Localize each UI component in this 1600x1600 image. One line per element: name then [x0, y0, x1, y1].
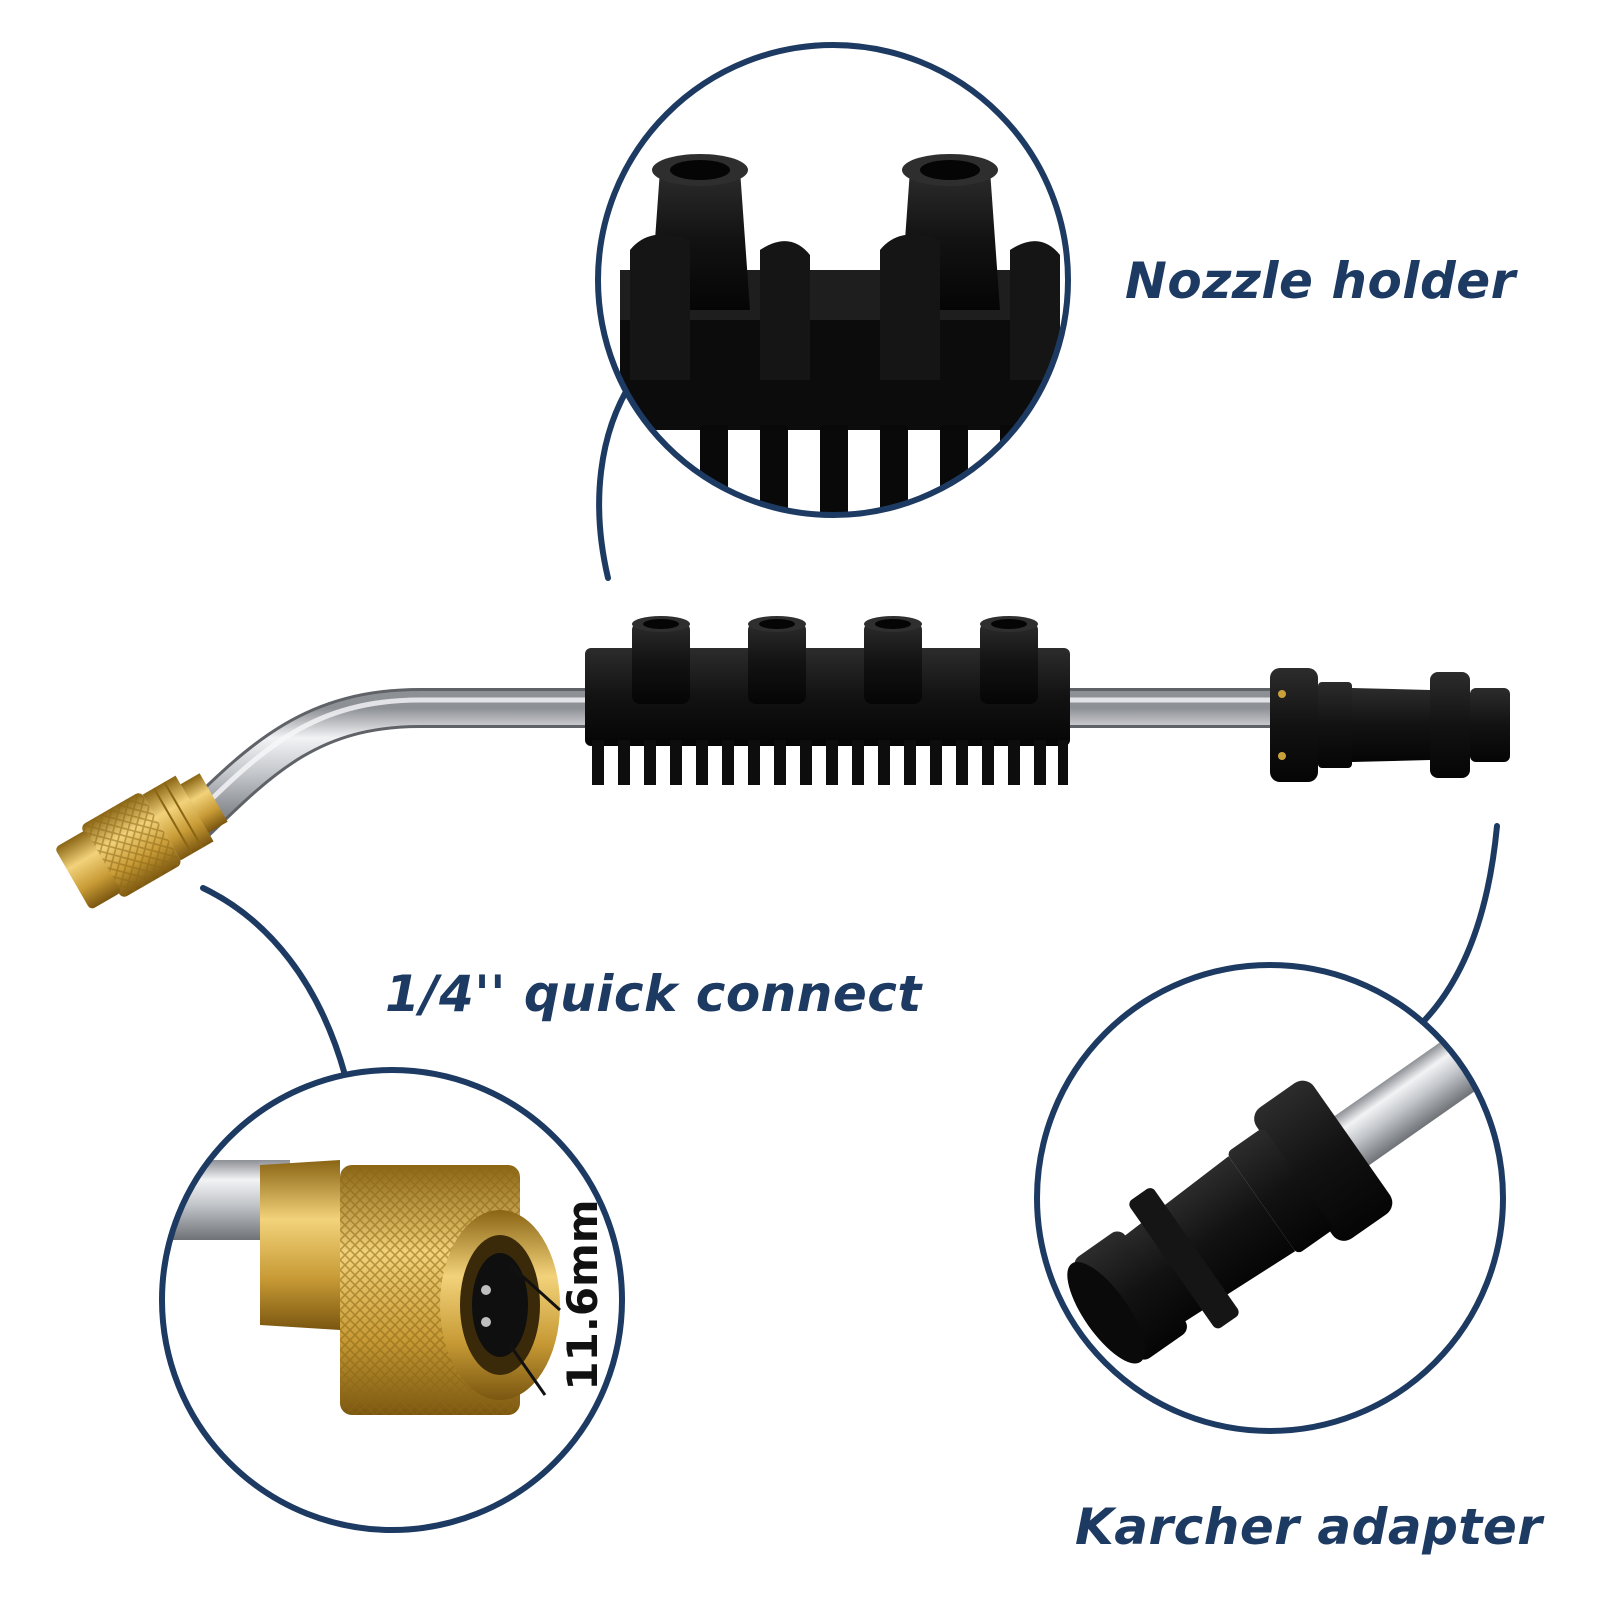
nozzle-holder-label: Nozzle holder [1125, 252, 1516, 310]
karcher-adapter-label: Karcher adapter [1075, 1498, 1543, 1556]
brass-quick-connect [56, 773, 228, 909]
quick-callout-line [200, 885, 348, 1078]
quick-connect-detail: 11.6mm [159, 1067, 625, 1533]
nozzle-holder-bar [585, 616, 1070, 785]
pressure-washer-wand [56, 616, 1510, 909]
quick-connect-label: 1/4'' quick connect [385, 965, 922, 1023]
nozzle-holder-detail [595, 42, 1071, 518]
dimension-label: 11.6mm [558, 1199, 607, 1390]
karcher-callout-line [1417, 823, 1500, 1028]
karcher-adapter-detail [1034, 962, 1506, 1434]
karcher-adapter-wand [1270, 668, 1510, 782]
holder-fins [592, 740, 1068, 785]
holder-sockets [632, 616, 1038, 704]
